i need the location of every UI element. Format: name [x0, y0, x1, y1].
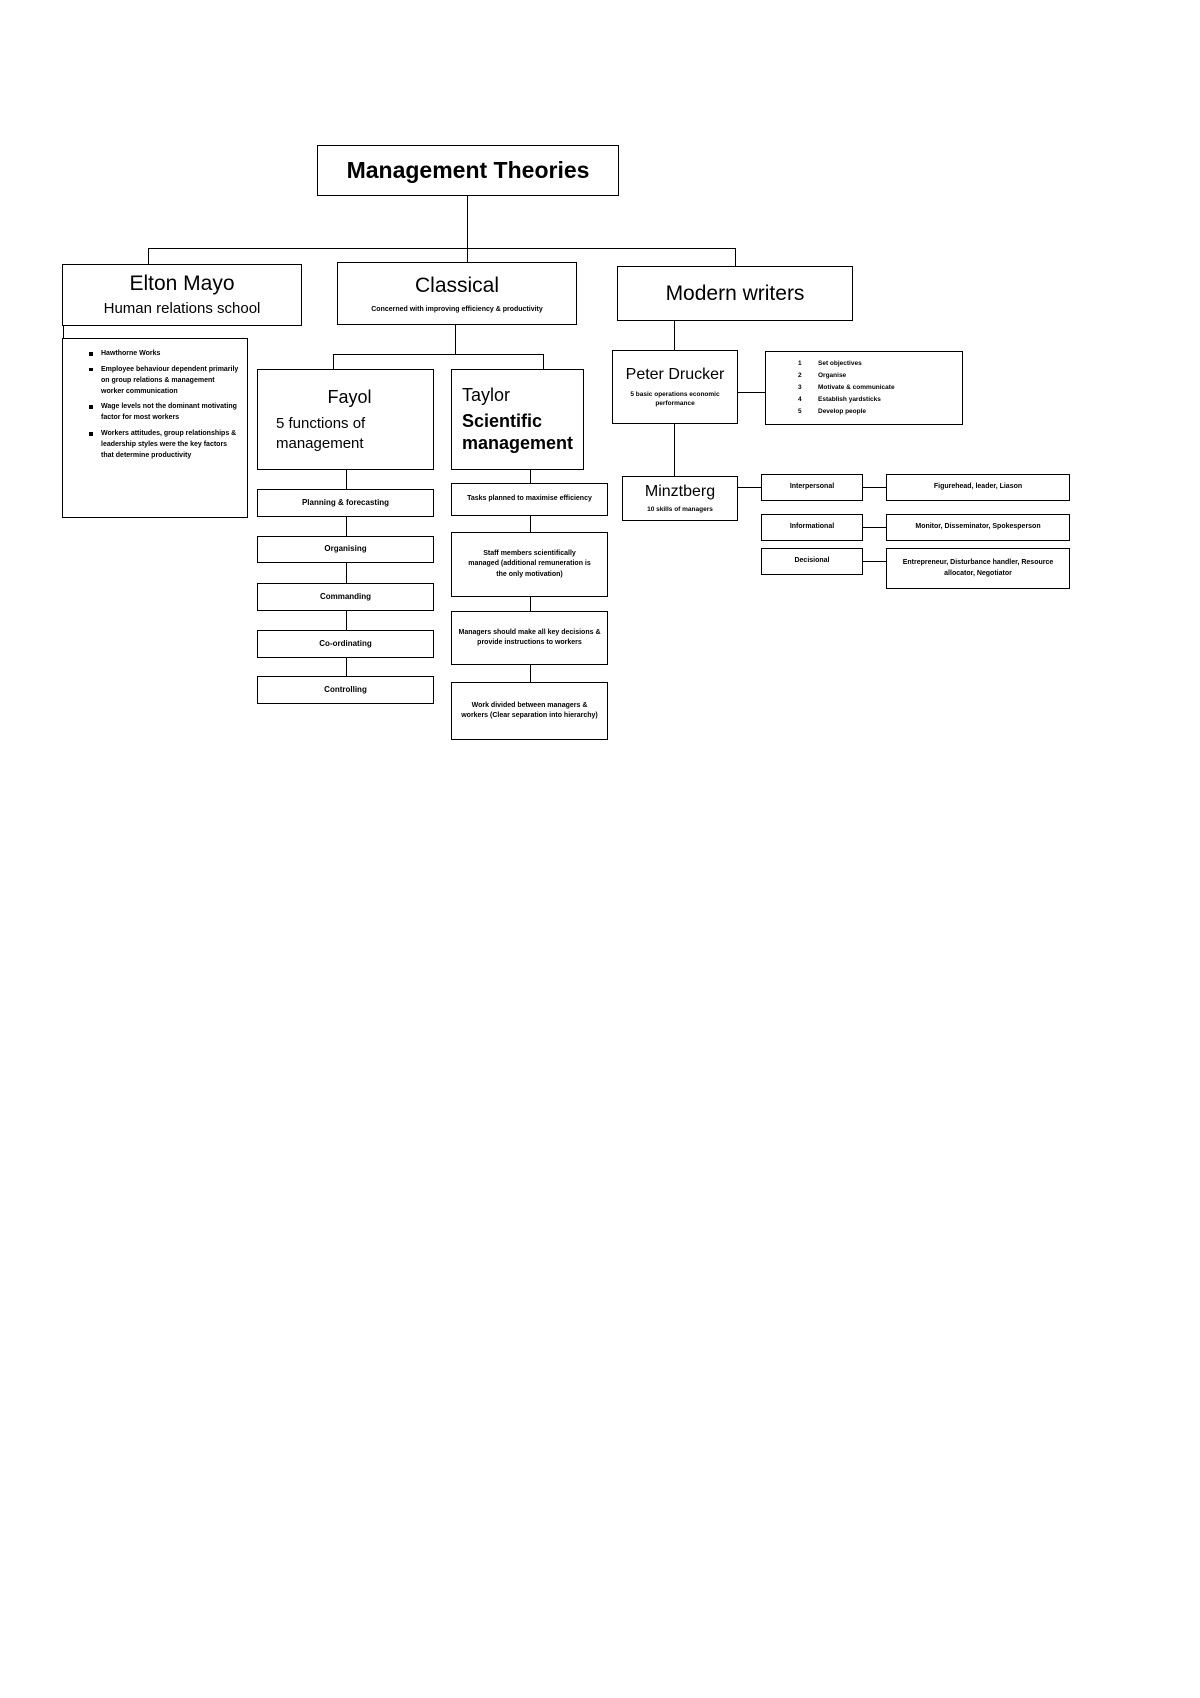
node-mintzberg-role-3-label: Decisional [794, 557, 830, 565]
connector-bus-to-classical [467, 248, 468, 262]
node-modern-writers-label: Modern writers [665, 281, 805, 305]
node-mintzberg-label: Minztberg [644, 483, 716, 501]
node-taylor-label: Taylor [462, 385, 511, 406]
node-mintzberg-role-2[interactable]: Informational [761, 514, 863, 541]
node-mintzberg-role-1-detail-label: Figurehead, leader, Liason [933, 483, 1023, 491]
node-mayo-points[interactable]: Hawthorne Works Employee behaviour depen… [62, 338, 248, 518]
connector-role2-detail [863, 527, 886, 528]
node-taylor-principle-2-label: Staff members scientifically managed (ad… [468, 550, 591, 578]
connector-fayol-2 [346, 517, 347, 536]
node-peter-drucker-label: Peter Drucker [625, 366, 725, 384]
operation-number: 4 [798, 395, 802, 403]
node-fayol-function-1[interactable]: Planning & forecasting [257, 489, 434, 517]
connector-taylor-3 [530, 597, 531, 611]
list-item: Hawthorne Works [89, 349, 239, 360]
list-item: Workers attitudes, group relationships &… [89, 429, 239, 462]
operation-text: Establish yardsticks [818, 395, 881, 403]
connector-role3-detail [863, 561, 886, 562]
node-fayol-function-3-label: Commanding [319, 591, 372, 601]
node-elton-mayo[interactable]: Elton Mayo Human relations school [62, 264, 302, 326]
operation-text: Motivate & communicate [818, 383, 895, 391]
operation-number: 3 [798, 383, 802, 391]
connector-fayol-1 [346, 470, 347, 489]
node-fayol-function-5-label: Controlling [324, 684, 367, 694]
node-mintzberg-role-3[interactable]: Decisional [761, 548, 863, 575]
node-mintzberg-role-2-detail[interactable]: Monitor, Disseminator, Spokesperson [886, 514, 1070, 541]
connector-bus-to-taylor [543, 354, 544, 369]
node-fayol-function-4-label: Co-ordinating [319, 638, 372, 648]
node-taylor-principle-1[interactable]: Tasks planned to maximise efficiency [451, 483, 608, 516]
list-item: 2 Organise [772, 372, 956, 380]
connector-taylor-1 [530, 470, 531, 483]
connector-role1-detail [863, 487, 886, 488]
node-taylor-principle-2[interactable]: Staff members scientifically managed (ad… [451, 532, 608, 597]
connector-bus-to-mayo [148, 248, 149, 264]
connector-fayol-4 [346, 611, 347, 630]
operation-text: Set objectives [818, 359, 862, 367]
node-fayol-function-1-label: Planning & forecasting [301, 497, 390, 507]
node-fayol-function-2[interactable]: Organising [257, 536, 434, 563]
node-mintzberg-role-1-label: Interpersonal [789, 483, 835, 491]
operation-number: 1 [798, 359, 802, 367]
node-fayol-function-2-label: Organising [324, 544, 367, 554]
node-classical[interactable]: Classical Concerned with improving effic… [337, 262, 577, 325]
node-management-theories[interactable]: Management Theories [317, 145, 619, 196]
connector-modern-to-drucker [674, 321, 675, 350]
node-peter-drucker-subtitle: 5 basic operations economic performance [630, 391, 720, 407]
node-taylor-principle-3-label: Managers should make all key decisions &… [458, 628, 601, 646]
node-taylor-principle-1-label: Tasks planned to maximise efficiency [467, 495, 592, 503]
node-elton-mayo-label: Elton Mayo [129, 272, 235, 296]
node-fayol-label: Fayol [327, 386, 372, 407]
connector-top-bus [148, 248, 735, 249]
list-item: 3 Motivate & communicate [772, 384, 956, 392]
list-item: 5 Develop people [772, 408, 956, 416]
operation-text: Develop people [818, 407, 867, 415]
node-fayol[interactable]: Fayol 5 functions of management [257, 369, 434, 470]
node-mintzberg-role-2-detail-label: Monitor, Disseminator, Spokesperson [915, 523, 1041, 531]
list-item: 1 Set objectives [772, 360, 956, 368]
node-modern-writers[interactable]: Modern writers [617, 266, 853, 321]
node-fayol-function-3[interactable]: Commanding [257, 583, 434, 611]
connector-taylor-2 [530, 516, 531, 532]
node-taylor-principle-4-label: Work divided between managers & workers … [461, 701, 598, 719]
node-taylor[interactable]: Taylor Scientific management [451, 369, 584, 470]
connector-taylor-4 [530, 665, 531, 682]
connector-fayol-3 [346, 563, 347, 583]
node-taylor-principle-4[interactable]: Work divided between managers & workers … [451, 682, 608, 740]
node-mintzberg-role-3-detail-label: Entrepreneur, Disturbance handler, Resou… [902, 559, 1054, 577]
connector-classical-down [455, 325, 456, 354]
node-taylor-principle-3[interactable]: Managers should make all key decisions &… [451, 611, 608, 665]
connector-bus-to-modern [735, 248, 736, 266]
list-item: Wage levels not the dominant motivating … [89, 402, 239, 424]
node-classical-subtitle: Concerned with improving efficiency & pr… [371, 305, 543, 313]
node-mintzberg-role-1[interactable]: Interpersonal [761, 474, 863, 501]
connector-mayo-to-points [63, 326, 64, 338]
node-mintzberg[interactable]: Minztberg 10 skills of managers [622, 476, 738, 521]
node-peter-drucker[interactable]: Peter Drucker 5 basic operations economi… [612, 350, 738, 424]
list-item: Employee behaviour dependent primarily o… [89, 365, 239, 398]
node-drucker-operations[interactable]: 1 Set objectives 2 Organise 3 Motivate &… [765, 351, 963, 425]
node-mintzberg-subtitle: 10 skills of managers [647, 506, 713, 514]
node-fayol-function-4[interactable]: Co-ordinating [257, 630, 434, 658]
node-mintzberg-role-2-label: Informational [789, 523, 835, 531]
connector-classical-bus [333, 354, 543, 355]
node-mintzberg-role-3-detail[interactable]: Entrepreneur, Disturbance handler, Resou… [886, 548, 1070, 589]
node-mintzberg-role-1-detail[interactable]: Figurehead, leader, Liason [886, 474, 1070, 501]
connector-fayol-5 [346, 658, 347, 676]
connector-root-down [467, 196, 468, 248]
connector-bus-to-fayol [333, 354, 334, 369]
list-item: 4 Establish yardsticks [772, 396, 956, 404]
connector-drucker-to-list [738, 392, 765, 393]
node-classical-label: Classical [414, 274, 500, 298]
node-taylor-subtitle: Scientific management [462, 410, 574, 454]
connector-mintzberg-to-roles [738, 487, 761, 488]
node-fayol-subtitle: 5 functions of management [276, 415, 366, 452]
operation-number: 5 [798, 407, 802, 415]
connector-drucker-to-mintzberg [674, 424, 675, 476]
node-management-theories-label: Management Theories [346, 156, 590, 183]
operation-text: Organise [818, 371, 847, 379]
node-elton-mayo-subtitle: Human relations school [103, 300, 261, 318]
node-fayol-function-5[interactable]: Controlling [257, 676, 434, 704]
operation-number: 2 [798, 371, 802, 379]
